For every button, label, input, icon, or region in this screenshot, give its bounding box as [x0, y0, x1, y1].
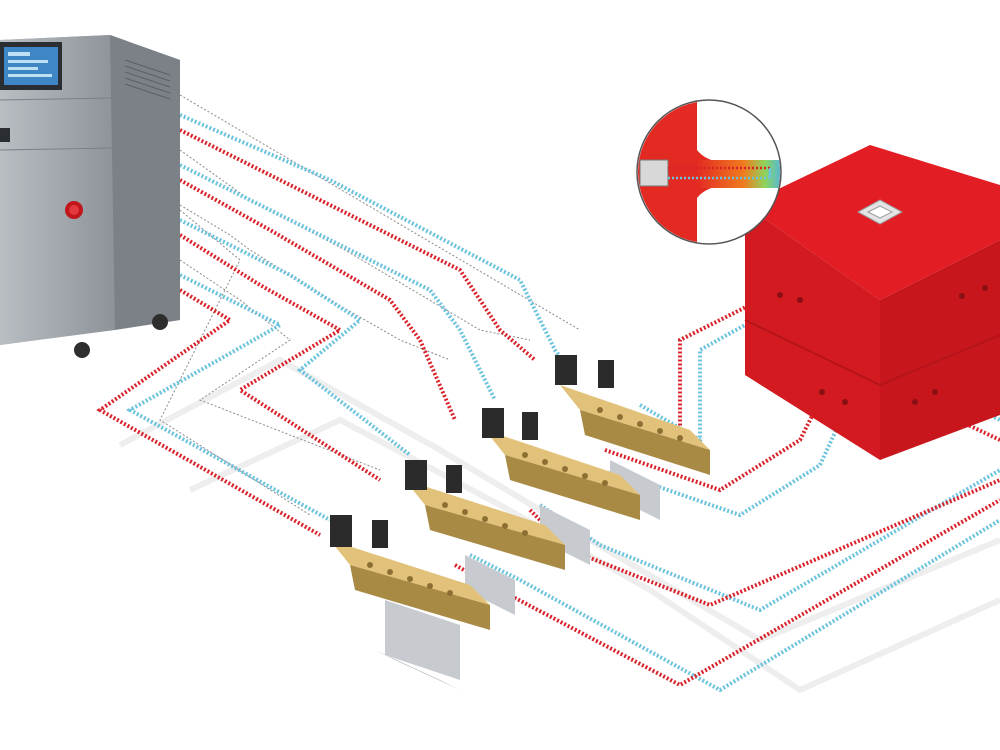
solenoid-icon	[330, 515, 352, 547]
temperature-control-unit-icon	[0, 35, 180, 358]
solenoid-icon	[482, 408, 504, 438]
solenoid-icon	[555, 355, 577, 385]
solenoid-icon	[405, 460, 427, 490]
mold-block-icon	[745, 145, 1000, 460]
manifold-4	[330, 515, 490, 690]
solenoid-valve-manifold-icon	[330, 355, 710, 690]
